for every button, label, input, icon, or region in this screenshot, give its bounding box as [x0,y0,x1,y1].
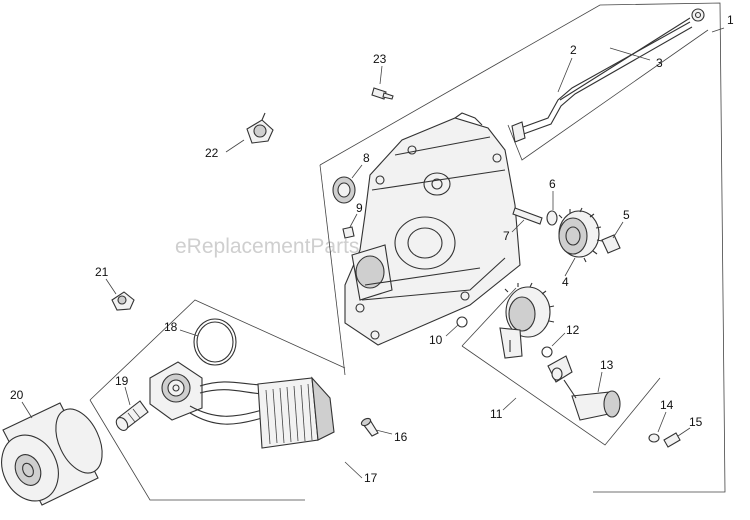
callout-7: 7 [503,229,510,243]
oil-pump [499,282,555,359]
callout-10: 10 [429,333,443,347]
callout-5: 5 [623,208,630,222]
oil-cooler-hoses [189,381,263,425]
oil-pickup [547,355,621,421]
callout-14: 14 [660,398,674,412]
callout-19: 19 [115,374,129,388]
pump-o-ring [541,346,553,358]
o-ring [193,318,237,366]
threaded-nipple [115,400,149,431]
callout-22: 22 [205,146,219,160]
dipstick-tube [511,21,693,143]
leader-lines [21,27,725,479]
oil-cooler-adapter [149,361,203,421]
callout-20: 20 [10,388,24,402]
callout-6: 6 [549,177,556,191]
screw-15 [663,432,681,448]
washer [546,210,558,226]
callout-9: 9 [356,201,363,215]
callout-21: 21 [95,265,109,279]
oil-filter [1,402,103,506]
callout-8: 8 [363,151,370,165]
oil-cooler-core [257,376,335,449]
callout-1: 1 [727,13,734,27]
screw-16 [360,417,379,437]
callout-4: 4 [562,275,569,289]
callout-16: 16 [394,430,408,444]
pipe-fitting [111,291,135,311]
watermark: eReplacementParts.com [175,235,405,258]
assembly-boundary-pump [461,287,661,446]
bolt-23 [371,87,394,100]
dowel-pin [342,226,355,239]
callout-23: 23 [373,52,387,66]
callout-12: 12 [566,323,580,337]
callout-18: 18 [164,320,178,334]
callout-17: 17 [364,471,378,485]
washer-14 [648,433,660,443]
governor-gear [558,207,603,263]
small-o-ring [456,316,468,328]
callout-11: 11 [490,407,503,421]
callout-labels: 1 2 3 4 5 6 7 8 9 10 11 12 13 14 15 16 1… [10,13,734,485]
shaft [512,207,543,225]
oil-seal [332,176,356,204]
assembly-boundary-cooler [89,299,346,501]
callout-2: 2 [570,43,577,57]
assembly-boundary-dipstick [507,29,709,161]
callout-15: 15 [689,415,703,429]
oil-pressure-switch [246,112,274,144]
callout-3: 3 [656,56,663,70]
callout-13: 13 [600,358,614,372]
closure-plate [344,112,521,346]
governor-pin [601,234,621,254]
dipstick [559,8,705,101]
assembly-boundary-main [319,2,726,493]
